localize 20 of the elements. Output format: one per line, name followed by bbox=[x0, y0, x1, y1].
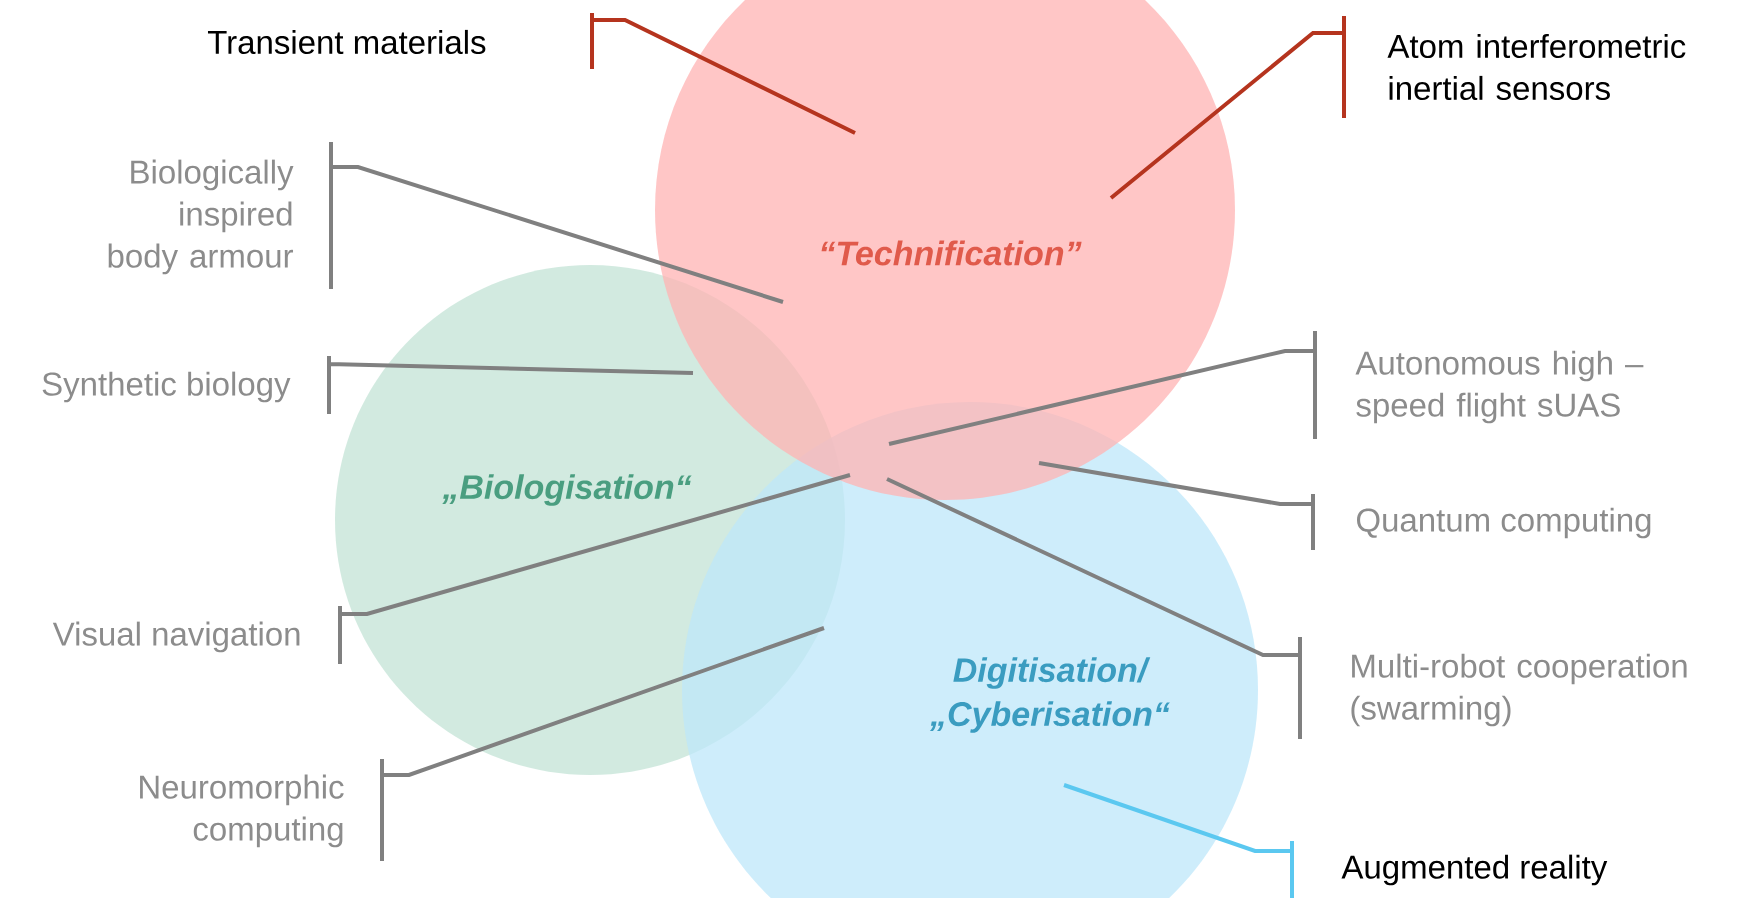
leader-line bbox=[887, 329, 1317, 446]
technology-label: Quantum computing bbox=[1357, 507, 1651, 539]
technology-label: Visual navigation bbox=[52, 621, 300, 653]
technology-label: Synthetic biology bbox=[42, 371, 291, 403]
technology-label: Multi-robot cooperation (swarming) bbox=[1351, 653, 1687, 727]
leader-line bbox=[1037, 461, 1315, 552]
leader-line bbox=[885, 477, 1302, 741]
leader-line bbox=[590, 11, 857, 135]
leader-line bbox=[380, 626, 826, 863]
technology-label: Autonomous high – speed flight sUAS bbox=[1355, 350, 1644, 424]
leader-line bbox=[327, 354, 695, 416]
technology-label: Atom interferometric inertial sensors bbox=[1387, 33, 1686, 101]
leader-line bbox=[338, 473, 852, 666]
technology-label: Transient materials bbox=[208, 29, 486, 55]
technology-label: Neuromorphic computing bbox=[140, 774, 344, 848]
leader-line bbox=[1109, 14, 1346, 200]
technology-label: Augmented reality bbox=[1341, 854, 1608, 886]
leader-line bbox=[1062, 783, 1294, 898]
leader-line bbox=[329, 140, 785, 304]
technology-label: Biologically inspired body armour bbox=[108, 159, 294, 275]
